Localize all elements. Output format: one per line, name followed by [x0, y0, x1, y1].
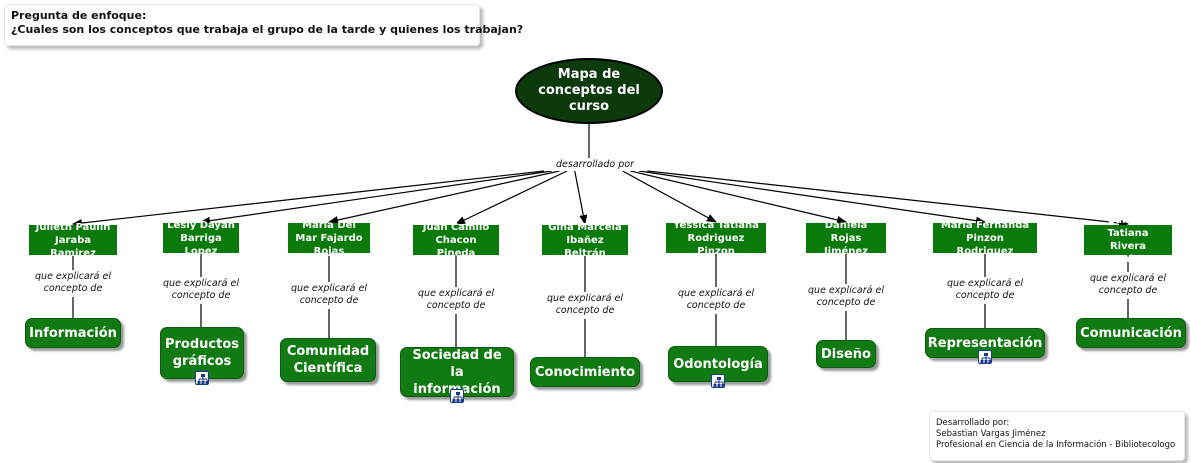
- arrow-to-person-9: [647, 170, 1129, 227]
- arrow-to-person-3: [328, 170, 560, 224]
- concept-link-label: que explicará el concepto de: [153, 278, 249, 302]
- arrow-to-person-2: [200, 170, 552, 225]
- person-name: Daniela Rojas Jiménez: [823, 219, 869, 257]
- arrow-to-person-6: [622, 170, 717, 223]
- submap-icon[interactable]: [711, 374, 725, 388]
- concept-label: Comunicación: [1080, 325, 1182, 341]
- person-node[interactable]: Sandra Tatiana Rivera Ramirez: [1084, 215, 1172, 265]
- person-name: Maria Del Mar Fajardo Rojas: [295, 219, 363, 257]
- concept-label: Conocimiento: [534, 364, 636, 380]
- person-node[interactable]: Maria Del Mar Fajardo Rojas: [288, 220, 370, 257]
- arrow-to-person-8: [638, 170, 986, 225]
- submap-icon[interactable]: [978, 350, 992, 364]
- root-link-label: desarrollado por: [547, 159, 643, 171]
- concept-label: Sociedad de la información: [412, 347, 502, 397]
- concept-label: Representación: [927, 335, 1043, 351]
- concept-node[interactable]: Información: [25, 318, 121, 348]
- concept-node[interactable]: Comunidad Científica: [280, 338, 376, 382]
- person-node[interactable]: Gina Marcela Ibañez Beltrán: [542, 222, 628, 259]
- arrow-to-person-4: [455, 170, 568, 225]
- concept-node[interactable]: Conocimiento: [530, 357, 640, 387]
- concept-link-label: que explicará el concepto de: [937, 278, 1033, 302]
- submap-icon[interactable]: [195, 371, 209, 385]
- person-node[interactable]: Daniela Rojas Jiménez: [806, 220, 886, 257]
- person-name: Juan Camilo Chacon Pineda: [422, 221, 490, 259]
- person-node[interactable]: Juan Camilo Chacon Pineda: [413, 222, 499, 259]
- person-name: Julieth Paulin Jaraba Ramirez: [35, 221, 111, 259]
- concept-node[interactable]: Productos gráficos: [160, 327, 244, 379]
- concept-label: Productos gráficos: [164, 337, 240, 369]
- arrow-to-person-1: [72, 170, 545, 227]
- concept-link-label: que explicará el concepto de: [25, 271, 121, 295]
- person-name: Gina Marcela Ibañez Beltrán: [548, 221, 622, 259]
- root-concept[interactable]: Mapa de conceptos del curso: [515, 58, 663, 124]
- concept-label: Información: [29, 325, 117, 341]
- concept-label: Diseño: [821, 346, 871, 362]
- concept-link-label: que explicará el concepto de: [1080, 273, 1176, 297]
- concept-link-label: que explicará el concepto de: [281, 283, 377, 307]
- person-node[interactable]: Maria Fernanda Pinzon Rodriguez: [933, 220, 1037, 257]
- concept-link-label: que explicará el concepto de: [798, 285, 894, 309]
- arrow-to-person-5: [574, 170, 588, 225]
- root-concept-label: Mapa de conceptos del curso: [538, 67, 640, 114]
- arrow-to-person-7: [630, 170, 847, 224]
- submap-icon[interactable]: [450, 389, 464, 403]
- credits-line-1: Desarrollado por:: [936, 418, 1010, 428]
- concept-node[interactable]: Sociedad de la información: [400, 347, 514, 397]
- person-name: Lesly Dayan Barriga Lopez: [167, 219, 235, 257]
- person-name: Yessica Tatiana Rodriguez Pinzon: [673, 219, 759, 257]
- concept-node[interactable]: Comunicación: [1076, 318, 1186, 348]
- person-name: Maria Fernanda Pinzon Rodriguez: [940, 219, 1030, 257]
- person-node[interactable]: Lesly Dayan Barriga Lopez: [163, 220, 239, 257]
- focus-question: ¿Cuales son los conceptos que trabaja el…: [11, 23, 524, 36]
- concept-link-label: que explicará el concepto de: [537, 293, 633, 317]
- credits-line-2: Sebastian Vargas Jiménez: [936, 429, 1046, 439]
- concept-link-label: que explicará el concepto de: [668, 288, 764, 312]
- focus-title: Pregunta de enfoque:: [11, 9, 147, 22]
- person-name: Sandra Tatiana Rivera Ramirez: [1105, 215, 1151, 265]
- concept-label: Comunidad Científica: [286, 344, 370, 376]
- credits-box: Desarrollado por: Sebastian Vargas Jimén…: [929, 411, 1185, 461]
- credits-line-3: Profesional en Ciencia de la Información…: [936, 440, 1176, 450]
- person-node[interactable]: Julieth Paulin Jaraba Ramirez: [29, 222, 117, 259]
- concept-node[interactable]: Representación: [925, 328, 1045, 358]
- concept-link-label: que explicará el concepto de: [408, 288, 504, 312]
- concept-label: Odontología: [673, 356, 763, 372]
- focus-question-box: Pregunta de enfoque: ¿Cuales son los con…: [4, 4, 523, 46]
- person-node[interactable]: Yessica Tatiana Rodriguez Pinzon: [666, 220, 766, 257]
- concept-node[interactable]: Diseño: [816, 340, 876, 368]
